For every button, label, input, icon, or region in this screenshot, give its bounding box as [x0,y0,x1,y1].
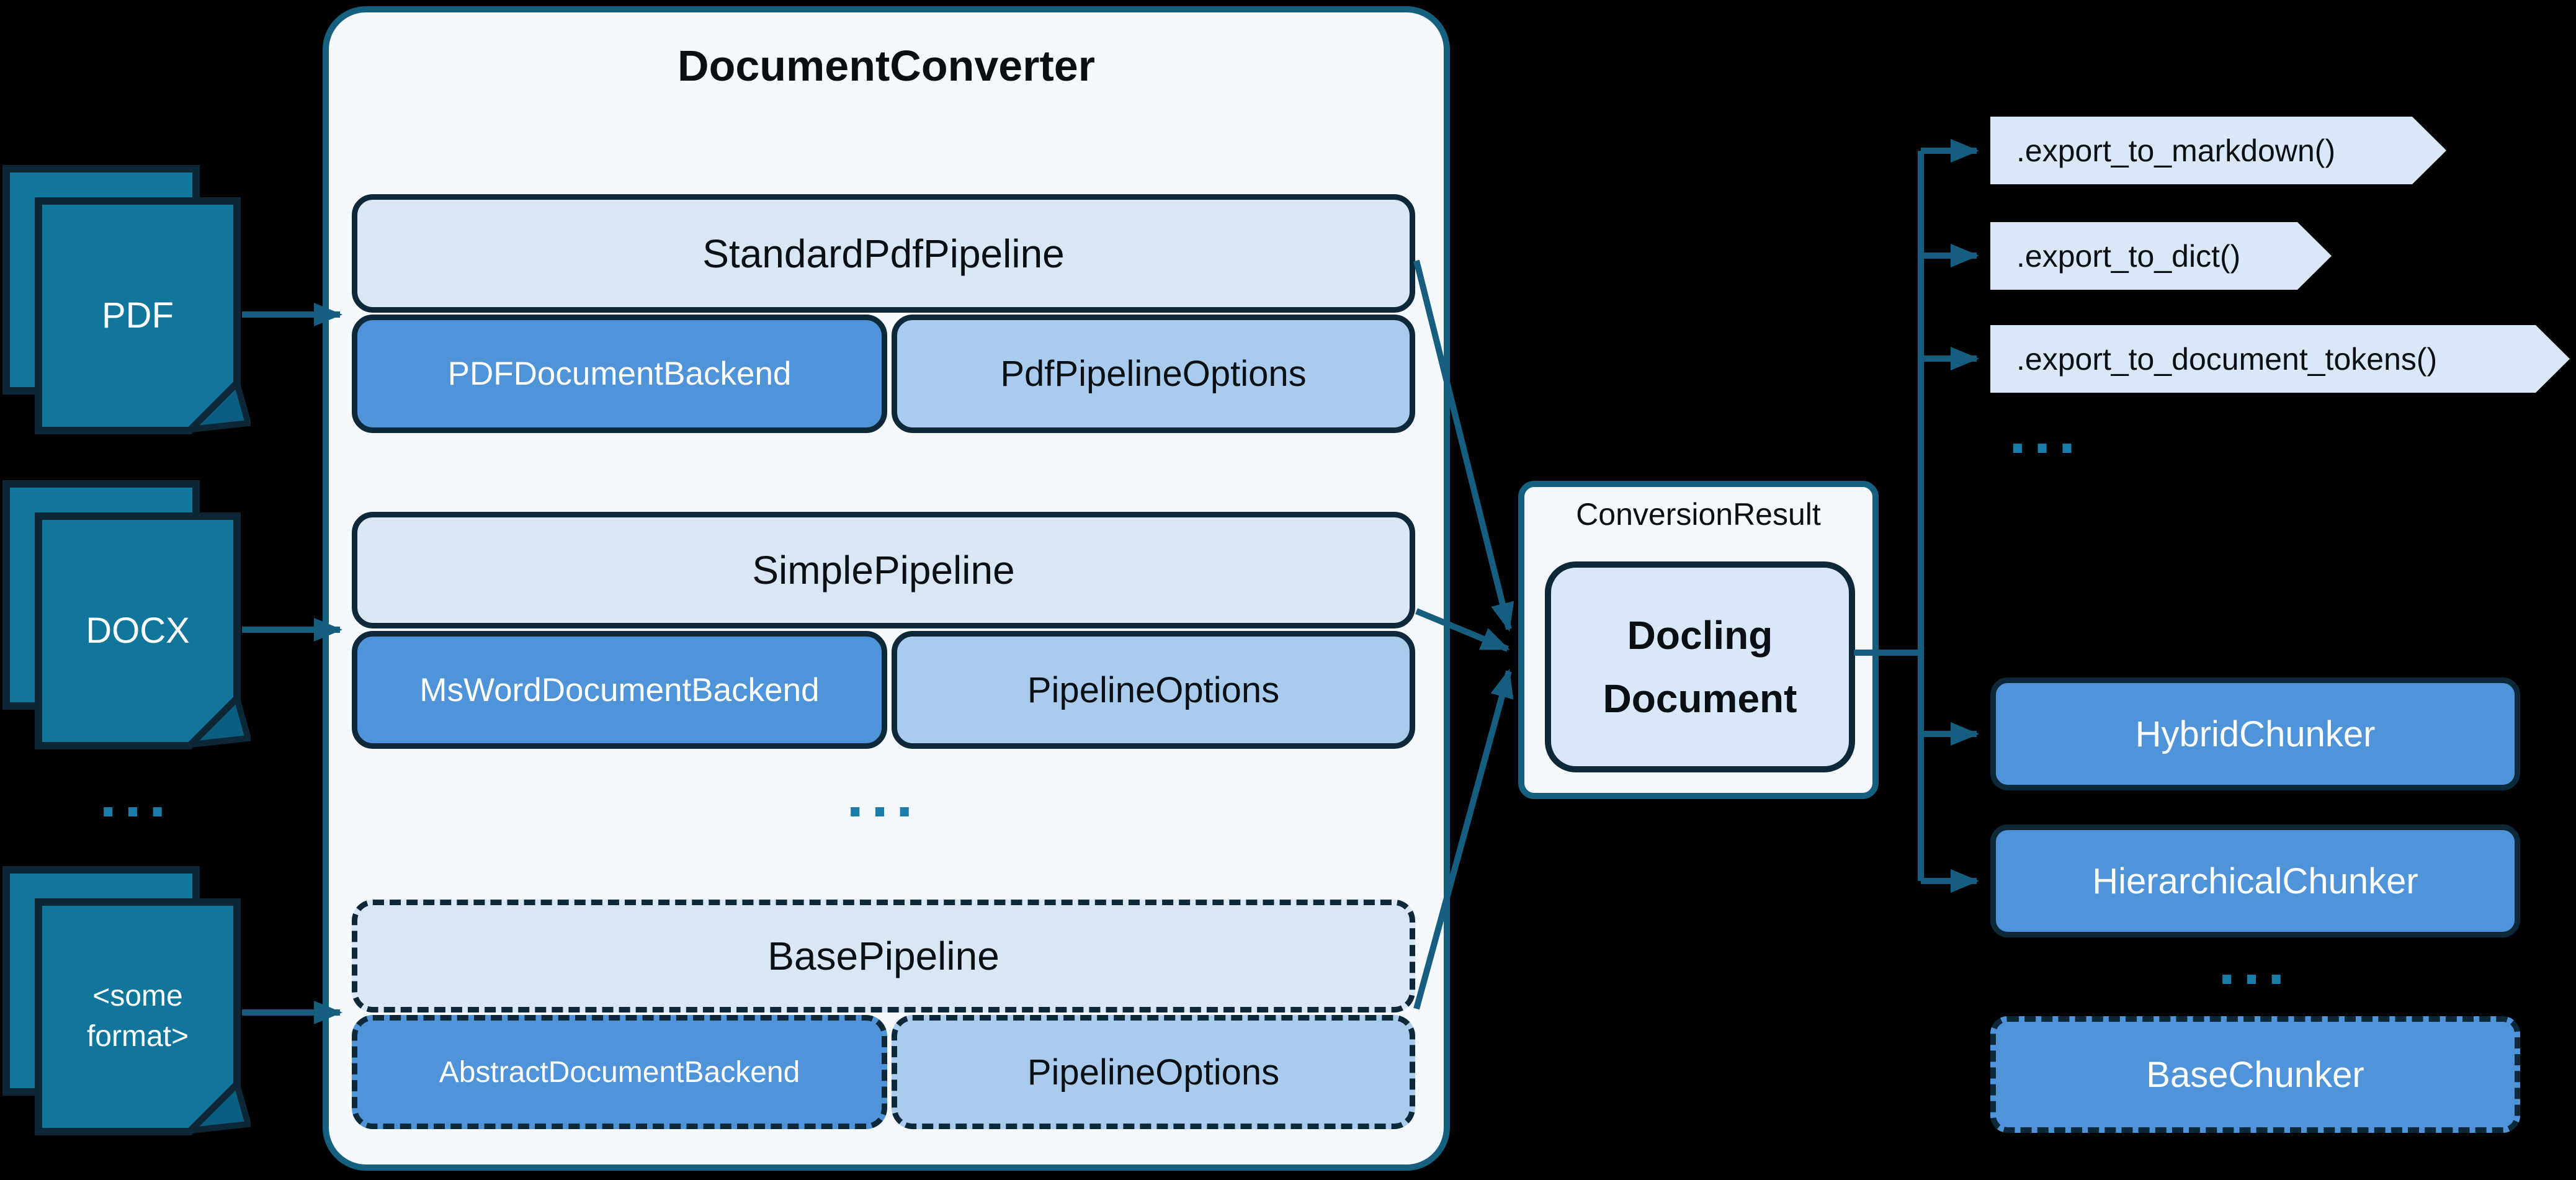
input-someformat-stack [2,866,253,1164]
chunkers-ellipsis: ... [2218,928,2292,998]
msword-document-backend-box: MsWordDocumentBackend [352,631,887,749]
abstract-document-backend-box: AbstractDocumentBackend [352,1015,887,1129]
conversion-result-label: ConversionResult [1576,497,1821,532]
docling-document-line1: Docling [1627,612,1773,658]
exports-ellipsis: ... [2009,397,2083,467]
export-to-document-tokens-pill: .export_to_document_tokens() [1990,325,2570,393]
hierarchical-chunker-box: HierarchicalChunker [1990,825,2520,937]
pipeline-options-box: PipelineOptions [892,631,1415,749]
input-docx-label: DOCX [86,610,190,651]
base-chunker-box: BaseChunker [1990,1016,2520,1133]
export-to-dict-pill: .export_to_dict() [1990,222,2332,290]
document-stack-icon [2,866,253,1135]
pdf-pipeline-options-box: PdfPipelineOptions [892,315,1415,433]
docling-document-box: Docling Document [1545,561,1855,772]
hybrid-chunker-box: HybridChunker [1990,677,2520,790]
input-someformat-line1: <some [92,980,183,1013]
input-pdf-label: PDF [102,295,174,336]
document-converter-title: DocumentConverter [678,42,1095,90]
input-someformat-label: <some format> [38,902,237,1132]
standard-pdf-pipeline-box: StandardPdfPipeline [352,194,1415,313]
export-to-markdown-pill: .export_to_markdown() [1990,117,2446,184]
document-stack-icon [2,480,253,749]
base-pipeline-box: BasePipeline [352,900,1415,1012]
input-docx-stack [2,480,253,778]
base-pipeline-options-box: PipelineOptions [892,1015,1415,1129]
docling-document-line2: Document [1603,676,1797,721]
document-stack-icon [2,165,253,434]
input-someformat-line2: format> [86,1020,189,1053]
pipelines-ellipsis: ... [846,761,921,830]
simple-pipeline-box: SimplePipeline [352,512,1415,628]
input-pdf-stack [2,165,253,463]
pdf-document-backend-box: PDFDocumentBackend [352,315,887,433]
inputs-ellipsis: ... [99,761,174,830]
